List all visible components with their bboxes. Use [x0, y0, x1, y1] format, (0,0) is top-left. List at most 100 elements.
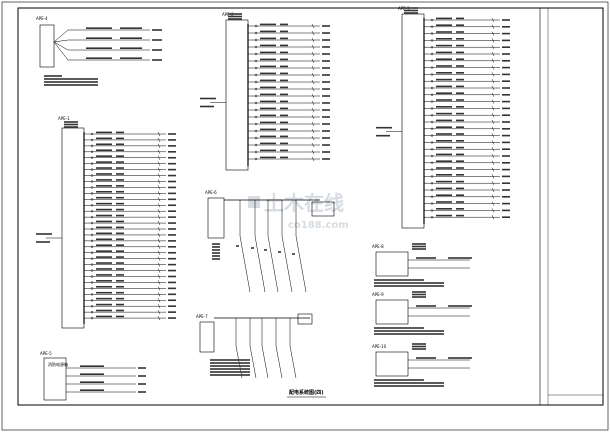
panel-cm-note: [212, 258, 220, 260]
panel-left-breaker: [90, 144, 94, 148]
panel-top-right-circuit-text: [456, 78, 464, 81]
feeder-text: [416, 357, 436, 359]
panel-cl-lead: [261, 345, 269, 379]
panel-top-center-load-text: [322, 130, 330, 132]
panel-top-right-load-text: [502, 128, 510, 130]
panel-top-right-tick: [491, 65, 495, 70]
panel-top-center-circuit-text: [260, 149, 276, 152]
panel-top-center-load-text: [322, 46, 330, 48]
panel-left-tick: [157, 262, 161, 267]
panel-top-right-load-text: [502, 87, 510, 89]
box-tag: APE-9: [372, 292, 384, 297]
panel-tl-feeder: [53, 29, 69, 43]
panel-top-right-tick: [491, 126, 495, 131]
panel-left-circuit-text: [96, 185, 112, 187]
panel-top-right-tick: [491, 167, 495, 172]
panel-left-tick: [157, 191, 161, 196]
panel-top-right-circuit-text: [456, 106, 464, 108]
panel-tl-load: [152, 59, 162, 61]
panel-top-center-tick: [311, 79, 315, 85]
panel-top-right-tick: [491, 38, 495, 43]
panel-top-center-breaker: [254, 31, 258, 35]
panel-top-right-load-text: [502, 26, 510, 28]
panel-top-right-circuit-text: [456, 133, 464, 135]
panel-top-right-tick: [491, 24, 495, 29]
panel-left-load-text: [168, 162, 176, 165]
panel-top-right-load-text: [502, 182, 510, 184]
panel-cm-lead: [254, 235, 266, 293]
panel-top-right-tick: [491, 58, 495, 63]
panel-left-circuit-text: [116, 315, 124, 318]
feeder-title: [412, 348, 426, 350]
panel-top-right-circuit-text: [456, 31, 464, 33]
panel-top-right-breaker: [430, 100, 434, 103]
panel-left-tick: [157, 209, 161, 214]
panel-top-center-circuit-text: [280, 128, 288, 131]
panel-top-right-breaker: [430, 59, 434, 62]
panel-top-right-circuit-text: [436, 146, 452, 149]
panel-top-center-circuit-text: [260, 37, 276, 40]
panel-top-right-circuit-text: [456, 214, 464, 217]
panel-top-right-tick: [491, 140, 495, 145]
panel-top-right-breaker: [430, 141, 434, 144]
panel-left-load-text: [168, 192, 176, 195]
panel-left-load-text: [168, 228, 176, 230]
panel-top-center-title-text: [228, 13, 242, 15]
panel-top-right-breaker: [430, 107, 434, 110]
panel-top-center-circuit-text: [260, 65, 276, 68]
panel-top-right-breaker: [430, 25, 434, 28]
panel-left-breaker: [90, 287, 94, 290]
panel-top-center-tick: [311, 30, 315, 36]
panel-ll-load: [138, 391, 146, 393]
panel-top-center-load-text: [322, 88, 330, 90]
panel-cl-lead: [235, 345, 243, 379]
panel-top-right-load-text: [502, 46, 510, 48]
panel-top-right-tick: [491, 174, 495, 179]
panel-top-right-circuit-text: [436, 51, 452, 54]
panel-top-right-breaker: [430, 86, 434, 90]
panel-top-right-tick: [491, 153, 495, 159]
panel-top-center-breaker: [254, 52, 258, 56]
panel-top-right-circuit-text: [436, 180, 452, 183]
panel-left-tick: [157, 268, 161, 273]
panel-top-right-breaker: [430, 175, 434, 178]
panel-cl-meter: [297, 313, 313, 325]
panel-top-center-tick: [311, 135, 315, 141]
panel-top-right-load-text: [502, 141, 510, 144]
panel-top-right-load-text: [502, 100, 510, 103]
panel-top-center-circuit-text: [280, 44, 288, 47]
feeder-note: [374, 279, 424, 281]
panel-top-right-circuit-text: [436, 99, 452, 101]
panel-top-right-incoming-label-2: [376, 134, 390, 137]
panel-top-right-incoming-label: [376, 126, 392, 129]
feeder-title: [412, 345, 426, 348]
panel-top-center-circuit-text: [260, 114, 276, 117]
panel-left-circuit-text: [116, 268, 124, 270]
panel-top-right-breaker: [430, 154, 434, 158]
panel-cm-note: [212, 243, 220, 245]
panel-top-right-circuit-text: [436, 140, 452, 142]
panel-left-breaker: [90, 132, 94, 136]
panel-left-breaker: [90, 215, 94, 219]
panel-left-circuit-text: [116, 190, 124, 193]
panel-left-breaker: [90, 150, 94, 154]
panel-top-right-load-text: [502, 94, 510, 96]
panel-left-circuit-text: [96, 309, 112, 312]
panel-top-right-tick: [491, 85, 495, 91]
panel-tl-text: [86, 57, 112, 59]
panel-top-center-circuit-text: [260, 51, 276, 54]
panel-top-center-incoming-label: [200, 97, 216, 100]
panel-top-right-circuit-text: [436, 78, 452, 81]
panel-left-title-text: [64, 126, 78, 128]
panel-tl-box: [39, 24, 55, 68]
panel-left-circuit-text: [96, 238, 112, 241]
panel-top-right-circuit-text: [456, 24, 464, 26]
panel-tl-text: [86, 27, 112, 29]
panel-top-right-circuit-text: [456, 140, 464, 142]
panel-top-center-tick: [311, 156, 315, 162]
panel-top-right-circuit-text: [456, 208, 464, 210]
panel-top-right-breaker: [430, 134, 434, 137]
panel-left-tick: [157, 167, 161, 172]
panel-top-right-circuit-text: [456, 112, 464, 115]
